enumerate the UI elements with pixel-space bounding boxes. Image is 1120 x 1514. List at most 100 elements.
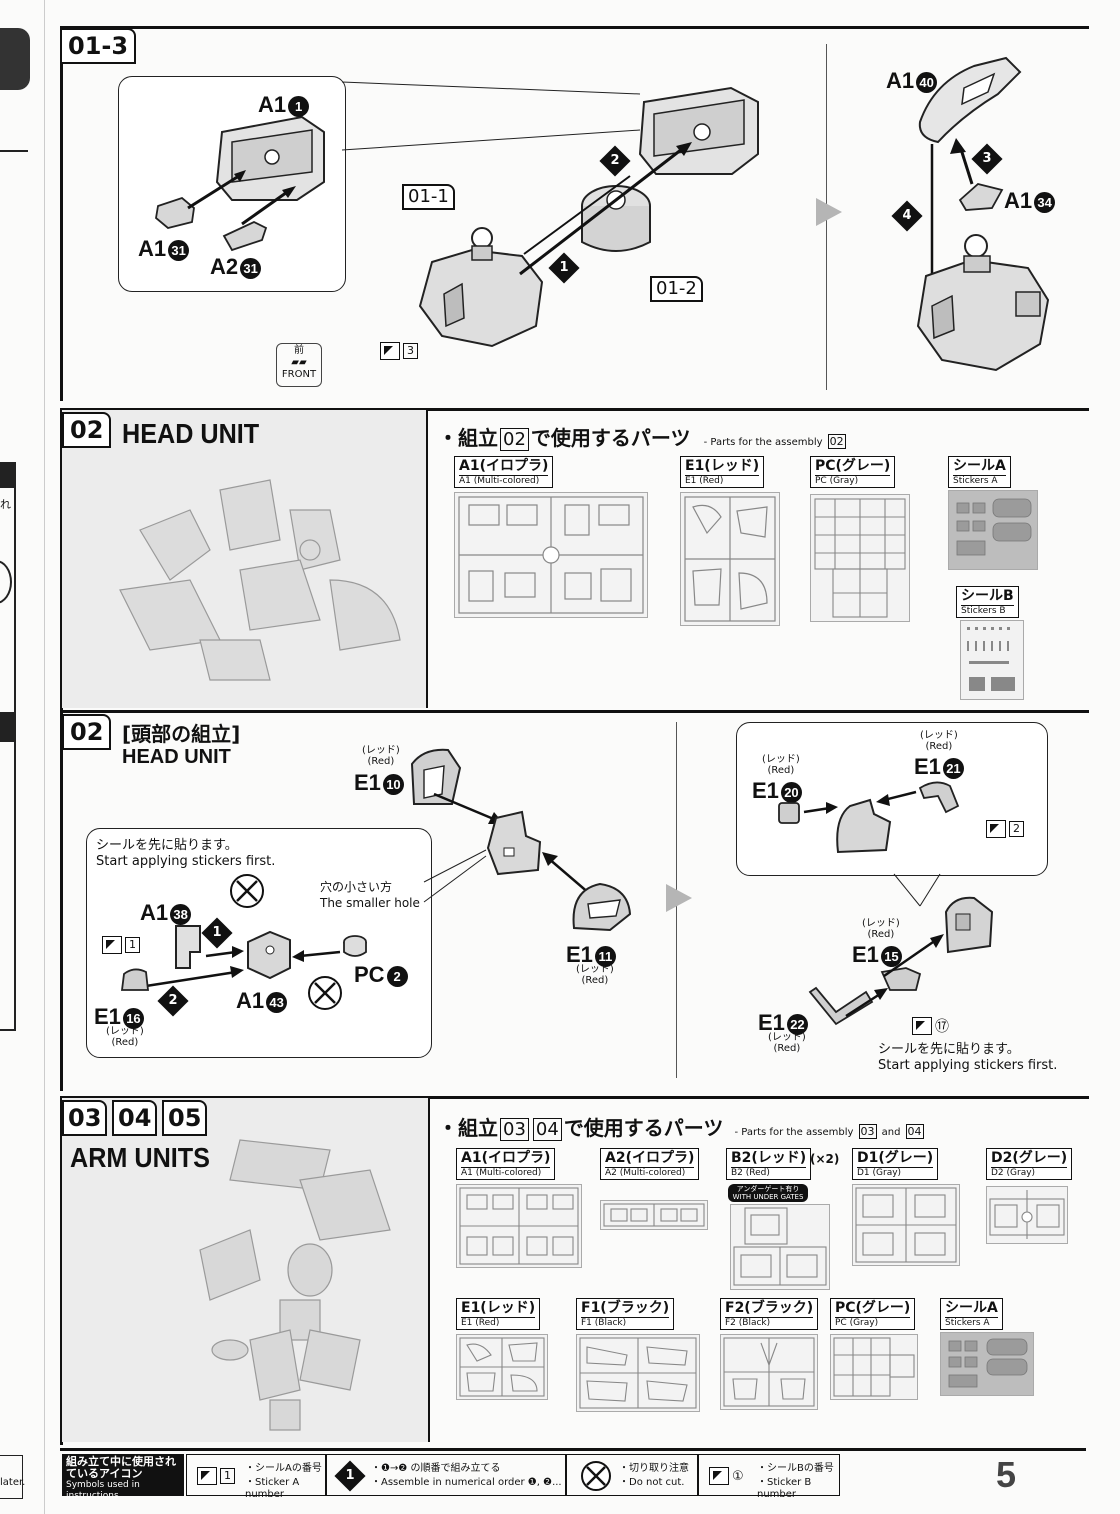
arm-units-exploded-render xyxy=(199,1139,391,1431)
under-gates-badge: アンダーゲート有り WITH UNDER GATES xyxy=(728,1184,808,1202)
legend-sticker-a: 1 ・シールAの番号 ・Sticker A number xyxy=(186,1454,326,1500)
part-head-core xyxy=(486,810,542,876)
runner-label-pc-arm: PC(グレー)PC (Gray) xyxy=(830,1298,916,1330)
part-a1-34 xyxy=(958,183,1004,211)
legend-title-en: Symbols used in instructions xyxy=(66,1480,140,1501)
heading-en-box: 02 xyxy=(827,434,846,449)
runner-label-d2-arm: D2(グレー)D2 (Gray) xyxy=(986,1148,1073,1180)
runner-b2-arm-sprue xyxy=(730,1204,830,1290)
parts-05-badge: 05 xyxy=(162,1100,208,1136)
step-02-sticker-note-en: Start applying stickers first. xyxy=(878,1058,1058,1073)
num-badge: 21 xyxy=(942,757,964,779)
sticker-b-icon xyxy=(709,1467,729,1485)
heading-box: 04 xyxy=(532,1118,562,1141)
num-badge: 16 xyxy=(122,1007,144,1029)
runner-label-e1-arm: E1(レッド)E1 (Red) xyxy=(456,1298,541,1330)
step-02-badge: 02 xyxy=(62,714,112,750)
red-note-e1-15: (レッド)(Red) xyxy=(862,918,900,940)
num-badge: 1 xyxy=(288,95,310,117)
page-edge-later xyxy=(0,1455,23,1499)
sticker-a-icon xyxy=(380,342,400,360)
num-badge: 11 xyxy=(594,945,616,967)
page-edge-dark xyxy=(0,462,14,488)
sticker-ref-3: 3 xyxy=(380,342,418,360)
arrows-right-callout xyxy=(803,790,917,814)
legend-title-jp: 組み立て中に使用されているアイコン xyxy=(66,1455,176,1480)
part-e1-20 xyxy=(778,802,800,824)
num-badge: 2 xyxy=(386,965,408,987)
legend-cut-jp: ・切り取り注意 xyxy=(619,1463,689,1474)
red-note-e1-11: (レッド)(Red) xyxy=(576,964,614,986)
num-badge: 34 xyxy=(1034,191,1056,213)
legend-title: 組み立て中に使用されているアイコン Symbols used in instru… xyxy=(62,1454,184,1501)
page-number: 5 xyxy=(996,1454,1017,1495)
sub-step-01-2: 01-2 xyxy=(650,276,703,302)
legend-sticker-b-en: ・Sticker B number xyxy=(757,1477,812,1500)
legend-sticker-a-en: ・Sticker A number xyxy=(245,1477,300,1500)
callout-pointer-step-02 xyxy=(423,849,487,903)
callout-pointer-lines xyxy=(341,81,641,151)
front-en: FRONT xyxy=(281,369,317,380)
sticker-b-icon xyxy=(912,1017,932,1035)
legend-sticker-b: ① ・シールBの番号 ・Sticker B number xyxy=(698,1454,840,1500)
runner-e1-sprue xyxy=(680,492,780,626)
part-a1-1-body xyxy=(215,115,325,201)
step-02-sticker-note-jp: シールを先に貼ります。 xyxy=(878,1042,1020,1057)
runner-label-f2-arm: F2(ブラック)F2 (Black) xyxy=(720,1298,819,1330)
heading-en-box: 04 xyxy=(905,1124,924,1139)
page-edge-text: れ xyxy=(0,498,11,511)
num-badge: 10 xyxy=(382,773,404,795)
legend-order-diamond-icon: 1 xyxy=(334,1460,366,1492)
heading-jp-post: で使用するパーツ xyxy=(530,426,691,450)
front-indicator: 前 ▰▰ FRONT xyxy=(276,343,322,387)
front-arrow-icon: ▰▰ xyxy=(291,357,307,368)
heading-jp-pre: ・組立 xyxy=(438,426,498,450)
red-note-e1-22: (レッド)(Red) xyxy=(768,1032,806,1054)
part-a1-38 xyxy=(175,925,201,969)
num-badge: 43 xyxy=(266,991,288,1013)
part-a1-40 xyxy=(918,56,1022,144)
heading-en-box: 03 xyxy=(858,1124,877,1139)
page-edge-tab xyxy=(0,28,30,90)
do-not-cut-icon xyxy=(308,976,342,1010)
step-02-title-jp: [頭部の組立] xyxy=(122,722,241,746)
parts-02-title: HEAD UNIT xyxy=(122,418,260,449)
part-a1-31 xyxy=(155,196,195,229)
next-step-arrow xyxy=(666,884,692,912)
legend-order-jp: ・❶→❷ の順番で組み立てる xyxy=(371,1463,501,1474)
order-marker-2: 2 xyxy=(157,985,189,1017)
parts-03-badge: 03 xyxy=(62,1100,108,1136)
num-badge: 20 xyxy=(780,781,802,803)
part-a2-31 xyxy=(222,221,268,252)
page-edge-box xyxy=(0,462,16,1031)
part-a1-43 xyxy=(247,930,291,980)
head-unit-exploded-render xyxy=(119,479,401,681)
runner-a1-arm-sprue xyxy=(456,1184,582,1268)
legend-sticker-a-jp: ・シールAの番号 xyxy=(245,1463,322,1474)
order-marker-3: 3 xyxy=(971,143,1003,175)
page-fold xyxy=(44,0,45,1514)
parts-03-05-title: ARM UNITS xyxy=(70,1142,210,1173)
legend-do-not-cut: ・切り取り注意 ・Do not cut. xyxy=(566,1454,698,1496)
parts-03-05-frame xyxy=(60,1096,1089,1445)
multiplier-x2: (×2) xyxy=(810,1152,840,1166)
step-01-3-badge: 01-3 xyxy=(60,28,137,64)
runner-label-a2-arm: A2(イロプラ)A2 (Multi-colored) xyxy=(600,1148,700,1180)
part-e1-16 xyxy=(120,968,150,991)
runner-e1-arm-sprue xyxy=(456,1334,548,1400)
legend-sticker-a-icon: 1 xyxy=(197,1467,235,1485)
step-02-frame xyxy=(60,710,1089,1091)
next-step-arrow xyxy=(816,198,842,226)
